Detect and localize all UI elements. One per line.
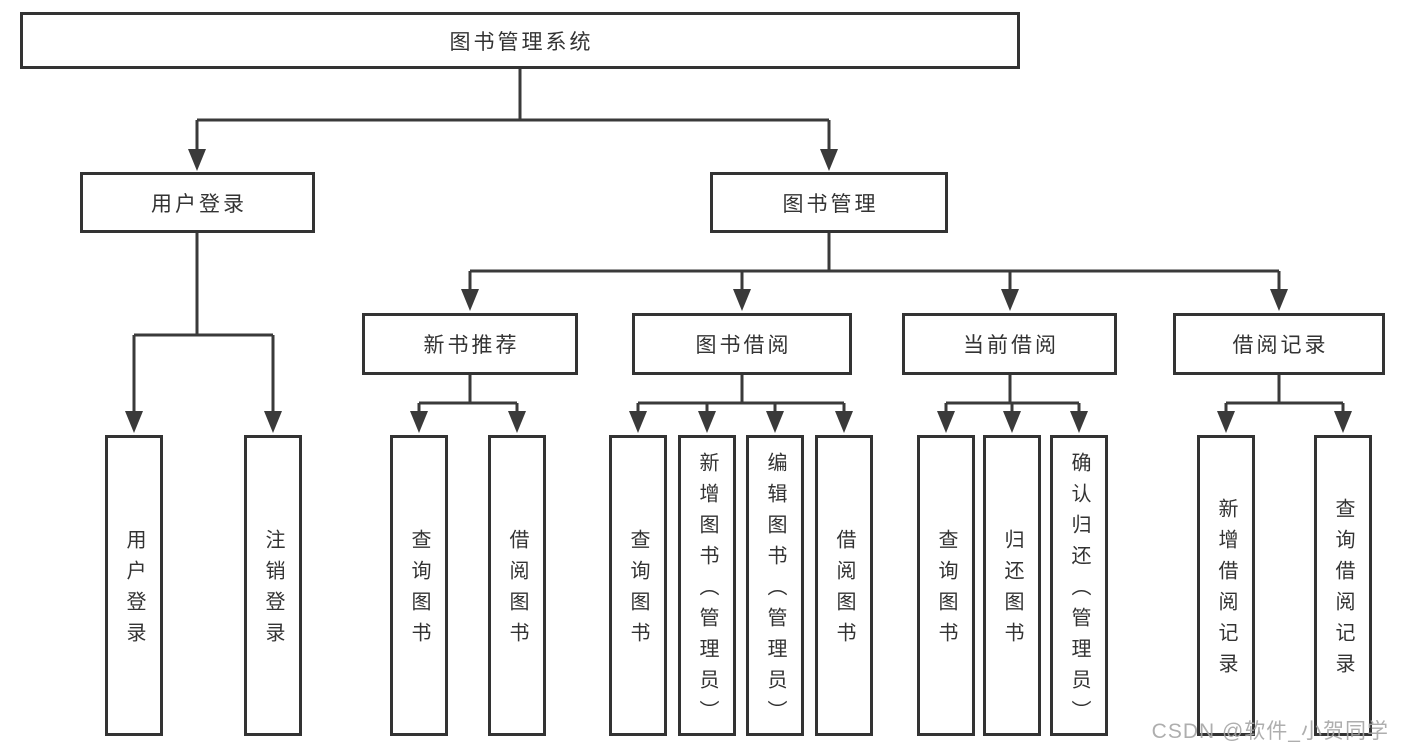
connector-recommend-children xyxy=(417,375,519,412)
node-label: 新增借阅记录 xyxy=(1215,498,1237,684)
arrowheads-current-children xyxy=(937,411,1088,433)
node-label: 图书借阅 xyxy=(695,334,792,357)
node-label: 借阅图书 xyxy=(506,529,528,653)
node-label: 确认归还（管理员） xyxy=(1068,451,1090,731)
node-label: 归还图书 xyxy=(1001,529,1023,653)
arrowheads-mgmt-l3 xyxy=(461,289,1288,311)
node-label: 编辑图书（管理员） xyxy=(764,451,786,731)
node-records-query-record: 查询借阅记录 xyxy=(1314,435,1372,736)
node-borrow-records: 借阅记录 xyxy=(1173,313,1385,375)
node-label: 借阅记录 xyxy=(1232,334,1329,357)
node-borrow-add-books-admin: 新增图书（管理员） xyxy=(678,435,736,736)
node-book-management: 图书管理 xyxy=(710,172,948,233)
node-label: 注销登录 xyxy=(262,529,284,653)
arrowheads-recommend-children xyxy=(410,411,526,433)
csdn-watermark: CSDN @软件_小贺同学 xyxy=(1151,720,1389,743)
arrowheads-borrow-children xyxy=(629,411,853,433)
node-current-query-books: 查询图书 xyxy=(917,435,975,736)
node-current-return-books: 归还图书 xyxy=(983,435,1041,736)
node-records-add-record: 新增借阅记录 xyxy=(1197,435,1255,736)
connector-mgmt-to-l3 xyxy=(468,232,1281,291)
arrowheads-login-children xyxy=(125,411,282,433)
node-label: 查询图书 xyxy=(935,529,957,653)
node-borrow-query-books: 查询图书 xyxy=(609,435,667,736)
connector-login-to-children xyxy=(132,232,275,413)
connector-root-to-l2 xyxy=(195,68,831,151)
connector-borrow-children xyxy=(636,375,846,412)
node-book-management-system: 图书管理系统 xyxy=(20,12,1020,69)
node-label: 查询图书 xyxy=(627,529,649,653)
node-label: 用户登录 xyxy=(151,192,247,216)
connector-records-children xyxy=(1224,375,1345,412)
node-label: 新书推荐 xyxy=(423,334,520,357)
node-borrow-borrow-books: 借阅图书 xyxy=(815,435,873,736)
node-user-login: 用户登录 xyxy=(80,172,315,233)
node-leaf-user-login: 用户登录 xyxy=(105,435,163,736)
node-label: 当前借阅 xyxy=(963,334,1059,357)
node-label: 用户登录 xyxy=(123,529,145,653)
node-current-confirm-return-admin: 确认归还（管理员） xyxy=(1050,435,1108,736)
node-recommend-query-books: 查询图书 xyxy=(390,435,448,736)
node-new-book-recommend: 新书推荐 xyxy=(362,313,578,375)
node-label: 查询图书 xyxy=(408,529,430,653)
node-current-borrow: 当前借阅 xyxy=(902,313,1117,375)
node-label: 图书管理系统 xyxy=(449,30,594,54)
node-leaf-logout: 注销登录 xyxy=(244,435,302,736)
node-label: 查询借阅记录 xyxy=(1332,498,1354,684)
node-label: 新增图书（管理员） xyxy=(696,451,718,731)
arrowheads-records-children xyxy=(1217,411,1352,433)
node-recommend-borrow-books: 借阅图书 xyxy=(488,435,546,736)
arrowheads-root-to-l2 xyxy=(188,149,838,171)
node-borrow-edit-books-admin: 编辑图书（管理员） xyxy=(746,435,804,736)
node-label: 借阅图书 xyxy=(833,529,855,653)
node-book-borrow: 图书借阅 xyxy=(632,313,852,375)
connector-current-children xyxy=(944,375,1081,412)
node-label: 图书管理 xyxy=(782,192,879,216)
